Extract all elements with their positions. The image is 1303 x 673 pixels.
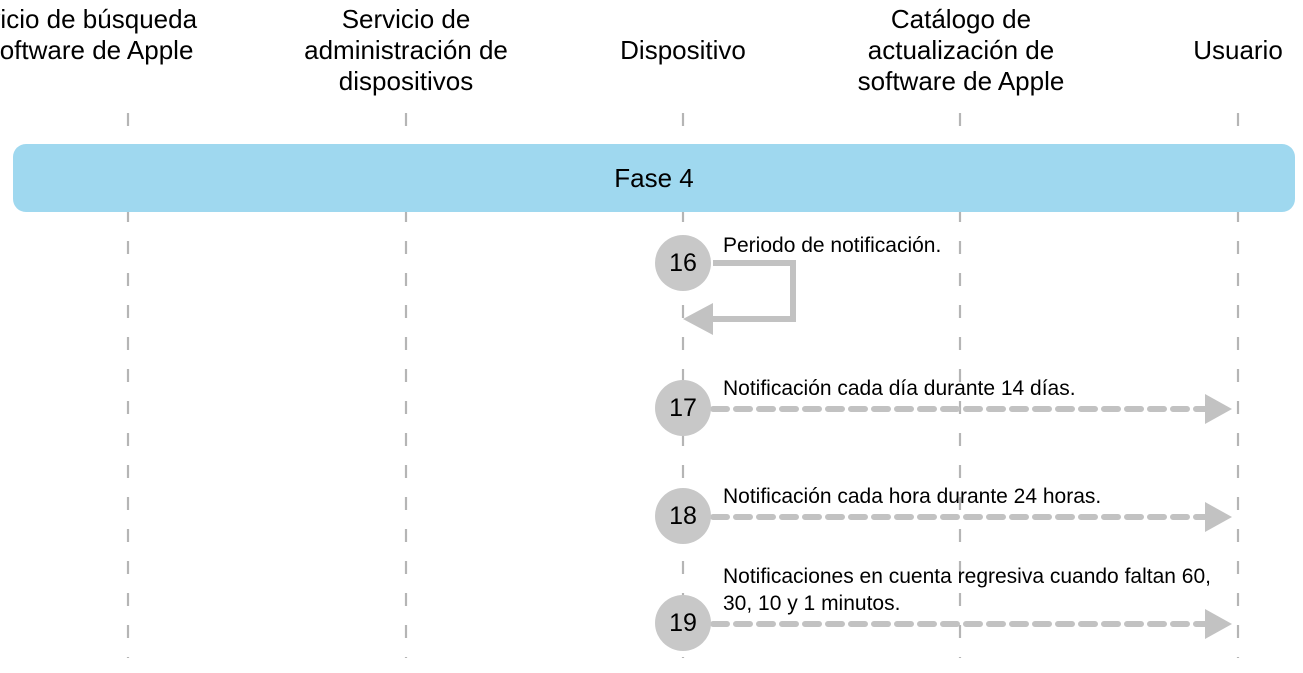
step-18-message-arrow: [710, 502, 1232, 532]
lifeline-header-user: Usuario: [1193, 35, 1283, 65]
step-number-badge-19: 19: [655, 595, 711, 651]
step-19-message-arrow: [710, 609, 1232, 639]
step-number-badge-18: 18: [655, 488, 711, 544]
step-17-message-arrow: [710, 394, 1232, 424]
lifeline-header-apple-software-lookup-service: Servicio de búsqueda de software de Appl…: [0, 4, 198, 65]
step-label-18: Notificación cada hora durante 24 horas.: [723, 485, 1102, 508]
step-label-16: Periodo de notificación.: [723, 234, 942, 257]
lifeline-header-apple-software-update-catalog: Catálogo de actualización de software de…: [857, 4, 1065, 96]
lifeline-header-device: Dispositivo: [620, 35, 746, 65]
step-label-17: Notificación cada día durante 14 días.: [723, 377, 1076, 400]
step-number-16: 16: [669, 248, 697, 277]
phase-banner: Fase 4: [13, 144, 1295, 212]
lifeline-header-device-management-service: Servicio de administración de dispositiv…: [304, 4, 508, 96]
step-label-19: Notificaciones en cuenta regresiva cuand…: [723, 565, 1211, 615]
step-number-badge-16: 16: [655, 235, 711, 291]
phase-banner-label: Fase 4: [614, 162, 694, 193]
lifeline-group: [126, 113, 1240, 658]
step-number-19: 19: [669, 608, 697, 637]
step-number-18: 18: [669, 501, 697, 530]
step-number-17: 17: [669, 393, 697, 422]
step-16-self-loop-arrow: [683, 260, 796, 335]
step-number-badge-17: 17: [655, 380, 711, 436]
